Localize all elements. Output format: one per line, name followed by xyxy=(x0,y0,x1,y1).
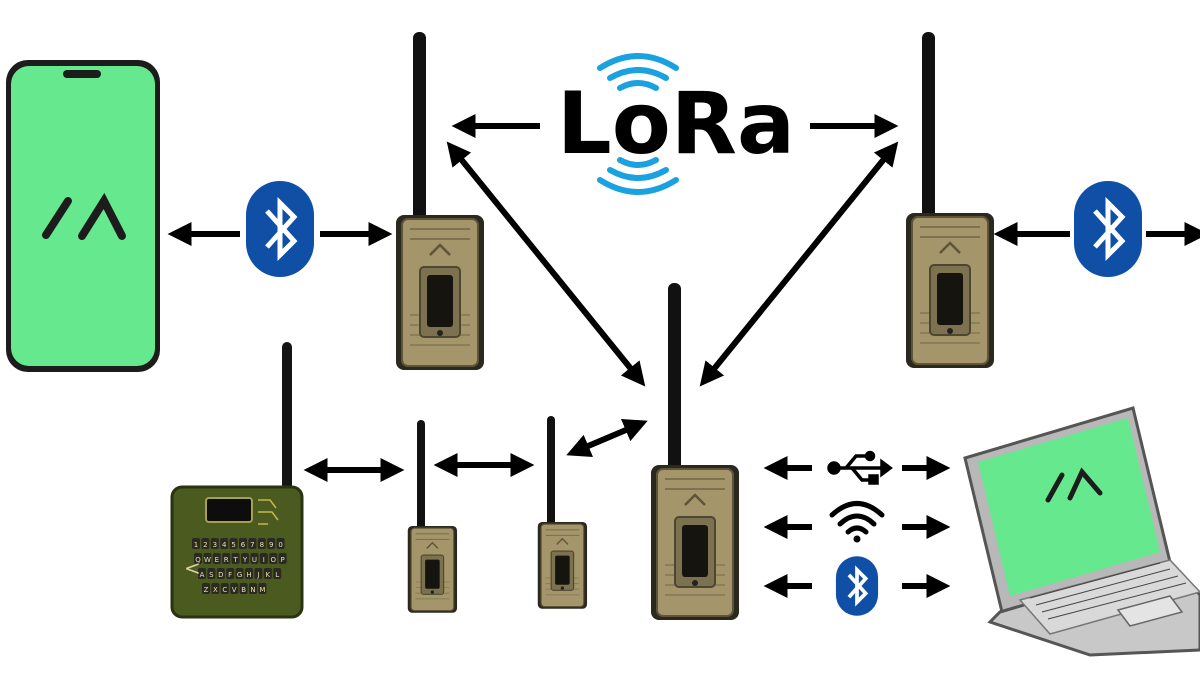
meshtastic-logo-icon xyxy=(1045,467,1103,503)
keyboard-key-label: L xyxy=(275,571,279,579)
keyboard-key-label: 2 xyxy=(203,541,207,549)
keyboard-key xyxy=(231,553,240,564)
radio-small-2 xyxy=(537,416,588,610)
keyboard-key-label: B xyxy=(241,586,246,594)
keyboard-key xyxy=(198,568,206,579)
keyboard-key xyxy=(249,583,257,594)
keyboard-key xyxy=(230,583,239,594)
keyboard-key-label: W xyxy=(204,556,211,564)
keyboard-key-label: O xyxy=(270,556,276,564)
keyboard-key xyxy=(269,553,278,564)
keyboard-key-label: Q xyxy=(195,556,201,564)
keyboard-key xyxy=(192,538,200,549)
keyboard-key-label: V xyxy=(232,586,237,594)
keyboard-key-label: 3 xyxy=(213,541,217,549)
keyboard-key-label: A xyxy=(200,571,205,579)
usb-icon xyxy=(827,450,893,485)
keyboard-key-label: U xyxy=(252,556,257,564)
keyboard-key-label: N xyxy=(250,586,255,594)
keyboard-key xyxy=(254,568,263,579)
keyboard-key xyxy=(273,568,282,579)
keyboard-key-label: D xyxy=(218,571,223,579)
keyboard-key-label: 7 xyxy=(250,541,254,549)
keyboard-key-label: X xyxy=(213,586,218,594)
keyboard-key-label: 8 xyxy=(260,541,264,549)
keyboard-key-label: Z xyxy=(204,586,209,594)
keyboard-key-label: E xyxy=(215,556,219,564)
keyboard-key-label: 9 xyxy=(269,541,273,549)
keyboard-key xyxy=(220,538,229,549)
keyboard-key xyxy=(229,538,238,549)
svg-text:<: < xyxy=(184,556,201,580)
radio-top-left xyxy=(394,32,486,372)
wifi-icon xyxy=(829,501,885,543)
keyboard-key xyxy=(239,583,248,594)
keyboard-key-label: J xyxy=(256,571,259,579)
keyboard-key xyxy=(220,583,229,594)
bluetooth-icon xyxy=(835,556,879,616)
keyboard-key xyxy=(211,583,220,594)
arrow-small2-center xyxy=(566,419,648,457)
keyboard-key xyxy=(258,583,267,594)
keyboard-key xyxy=(263,568,272,579)
keyboard-key-label: 6 xyxy=(241,541,246,549)
keyboard-key xyxy=(276,538,285,549)
keyboard-key xyxy=(278,553,287,564)
keyboard-key-label: I xyxy=(263,556,265,564)
bluetooth-icon xyxy=(246,181,314,277)
keyboard-key xyxy=(194,553,202,564)
keyboard-key xyxy=(207,568,216,579)
keyboard-key xyxy=(257,538,266,549)
keyboard-key xyxy=(235,568,244,579)
keyboard-key xyxy=(239,538,247,549)
keyboard-key-label: M xyxy=(259,586,265,594)
keyboard-key xyxy=(210,538,219,549)
keyboard-key-label: R xyxy=(224,556,229,564)
keyboard-key-label: T xyxy=(232,556,238,564)
keyboard-key xyxy=(241,553,249,564)
keyboard-key-label: C xyxy=(222,586,227,594)
keyboard-key-label: H xyxy=(246,571,251,579)
keyboard-key-label: 5 xyxy=(231,541,235,549)
keyboard-key xyxy=(212,553,221,564)
keyboard-key xyxy=(248,538,257,549)
smartphone xyxy=(6,60,160,372)
meshtastic-logo-icon xyxy=(42,192,126,240)
keyboard-key-label: 4 xyxy=(222,541,227,549)
keyboard-key-label: P xyxy=(280,556,284,564)
radio-top-right xyxy=(904,32,996,370)
bluetooth-icon xyxy=(1074,181,1142,277)
arrow-topleft-center xyxy=(446,141,646,387)
keyboard-key xyxy=(259,553,268,564)
keyboard-key-label: 1 xyxy=(194,541,198,549)
keyboard-key xyxy=(222,553,231,564)
radio-small-1 xyxy=(407,420,458,614)
keyboard-key-label: S xyxy=(209,571,214,579)
arrow-topright-center xyxy=(699,141,899,387)
keyboard-key xyxy=(203,553,212,564)
radio-center xyxy=(649,283,741,622)
keyboard-key xyxy=(250,553,259,564)
keyboard-key-label: 0 xyxy=(278,541,282,549)
arrows xyxy=(167,114,1200,598)
keyboard-key xyxy=(201,538,210,549)
lora-label: LoRa xyxy=(557,74,795,174)
keyboard-key xyxy=(216,568,225,579)
keyboard-key xyxy=(202,583,210,594)
keyboard-key-label: F xyxy=(228,571,232,579)
keyboard-key-label: Y xyxy=(242,556,248,564)
keyboard-key xyxy=(267,538,276,549)
keyboard-key xyxy=(226,568,235,579)
keyboard-key xyxy=(245,568,253,579)
keyboard-key-label: G xyxy=(237,571,242,579)
keyboard-key-label: K xyxy=(266,571,271,579)
laptop xyxy=(963,406,1200,657)
